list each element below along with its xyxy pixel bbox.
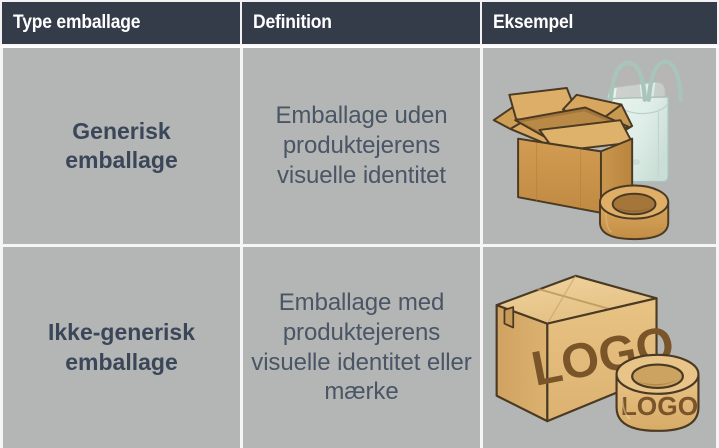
table-header-row: Type emballage Definition Eksempel xyxy=(0,0,719,48)
cardboard-box-icon xyxy=(492,87,634,214)
cell-type-nongeneric: Ikke-generisk emballage xyxy=(0,247,240,448)
generic-packaging-illustration xyxy=(492,59,684,241)
cell-type-generic: Generisk emballage xyxy=(0,48,240,247)
type-label-generic: Generisk emballage xyxy=(65,117,178,173)
table-header-type-label: Type emballage xyxy=(13,12,141,33)
cell-definition-nongeneric: Emballage med produktejerens visuelle id… xyxy=(240,247,480,448)
definition-text-nongeneric: Emballage med produktejerens visuelle id… xyxy=(251,289,472,406)
cell-example-generic xyxy=(480,48,719,247)
cell-example-nongeneric: LOGO LOGO xyxy=(480,247,719,448)
table-header-type: Type emballage xyxy=(0,0,240,46)
table-header-example-label: Eksempel xyxy=(493,12,574,33)
branded-tape-roll-icon: LOGO xyxy=(615,353,700,432)
table-row: Generisk emballage Emballage uden produk… xyxy=(0,48,719,247)
tape-logo-text: LOGO xyxy=(621,391,698,421)
type-label-nongeneric: Ikke-generisk emballage xyxy=(47,319,196,375)
branded-packaging-illustration: LOGO LOGO xyxy=(495,274,700,432)
table-row: Ikke-generisk emballage Emballage med pr… xyxy=(0,247,719,448)
table-header-example: Eksempel xyxy=(480,0,719,46)
table-header-definition: Definition xyxy=(240,0,480,46)
definition-text-generic: Emballage uden produktejerens visuelle i… xyxy=(275,102,448,189)
table-header-definition-label: Definition xyxy=(253,12,332,33)
tape-roll-icon xyxy=(599,184,670,241)
cell-definition-generic: Emballage uden produktejerens visuelle i… xyxy=(240,48,480,247)
